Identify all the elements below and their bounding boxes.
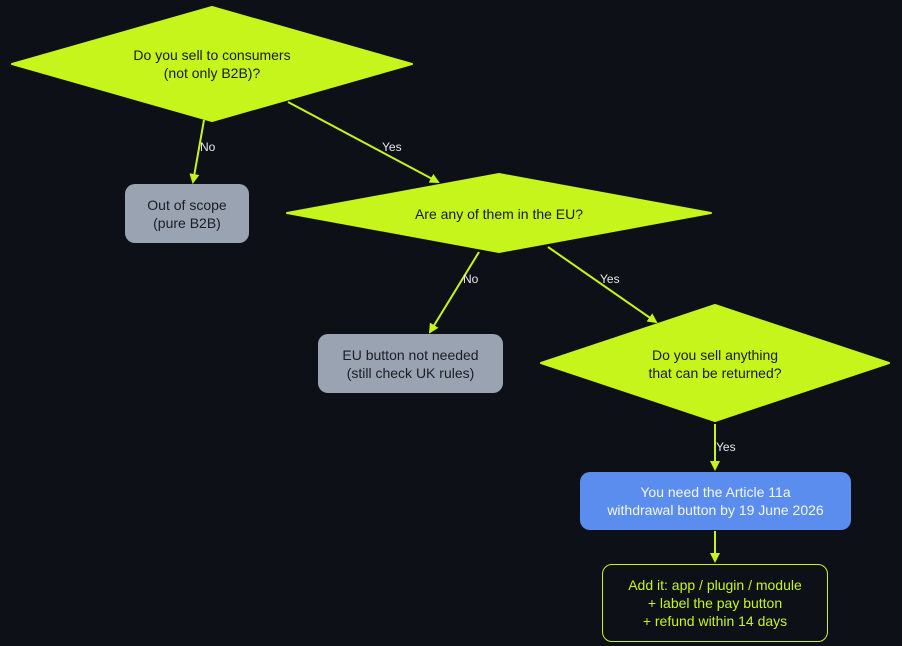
out-of-scope-line-1: Out of scope bbox=[147, 196, 227, 213]
eu-not-needed-box: EU button not needed (still check UK rul… bbox=[318, 334, 503, 393]
edge-label-q1-yes: Yes bbox=[382, 140, 402, 154]
eu-not-needed-line-2: (still check UK rules) bbox=[346, 364, 475, 381]
question-returnable-line-1: Do you sell anything bbox=[651, 347, 779, 363]
eu-not-needed-line-1: EU button not needed bbox=[342, 346, 479, 363]
edge-label-q3-yes: Yes bbox=[716, 440, 736, 454]
question-eu: Are any of them in the EU? bbox=[389, 204, 609, 224]
question-consumers: Do you sell to consumers (not only B2B)? bbox=[112, 44, 312, 84]
edge-label-q1-no: No bbox=[200, 140, 216, 154]
need-withdrawal-button-box: You need the Article 11a withdrawal butt… bbox=[580, 472, 851, 530]
need-withdrawal-line-2: withdrawal button by 19 June 2026 bbox=[607, 502, 824, 518]
out-of-scope-line-2: (pure B2B) bbox=[153, 214, 221, 231]
decision-diamond-eu bbox=[286, 173, 712, 253]
question-returnable-line-2: that can be returned? bbox=[648, 365, 782, 381]
add-it-box: Add it: app / plugin / module + label th… bbox=[602, 564, 828, 642]
question-consumers-line-2: (not only B2B)? bbox=[163, 65, 261, 81]
question-consumers-line-1: Do you sell to consumers bbox=[133, 47, 291, 63]
edge-q1-yes bbox=[287, 101, 440, 183]
add-it-line-3: + refund within 14 days bbox=[642, 613, 788, 629]
edge-q1-no bbox=[189, 119, 205, 184]
out-of-scope-box: Out of scope (pure B2B) bbox=[125, 184, 249, 243]
edge-q2-yes bbox=[547, 246, 658, 324]
edge-label-q2-yes: Yes bbox=[600, 272, 620, 286]
question-eu-line-1: Are any of them in the EU? bbox=[414, 206, 584, 222]
need-withdrawal-line-1: You need the Article 11a bbox=[640, 484, 791, 500]
edge-q2-no bbox=[428, 251, 480, 334]
add-it-line-1: Add it: app / plugin / module bbox=[628, 577, 802, 593]
add-it-line-2: + label the pay button bbox=[647, 595, 783, 611]
question-returnable: Do you sell anything that can be returne… bbox=[615, 344, 815, 384]
edge-label-q2-no: No bbox=[463, 272, 479, 286]
decision-diamond-returnable bbox=[540, 304, 890, 422]
decision-diamond-consumers bbox=[11, 6, 413, 122]
